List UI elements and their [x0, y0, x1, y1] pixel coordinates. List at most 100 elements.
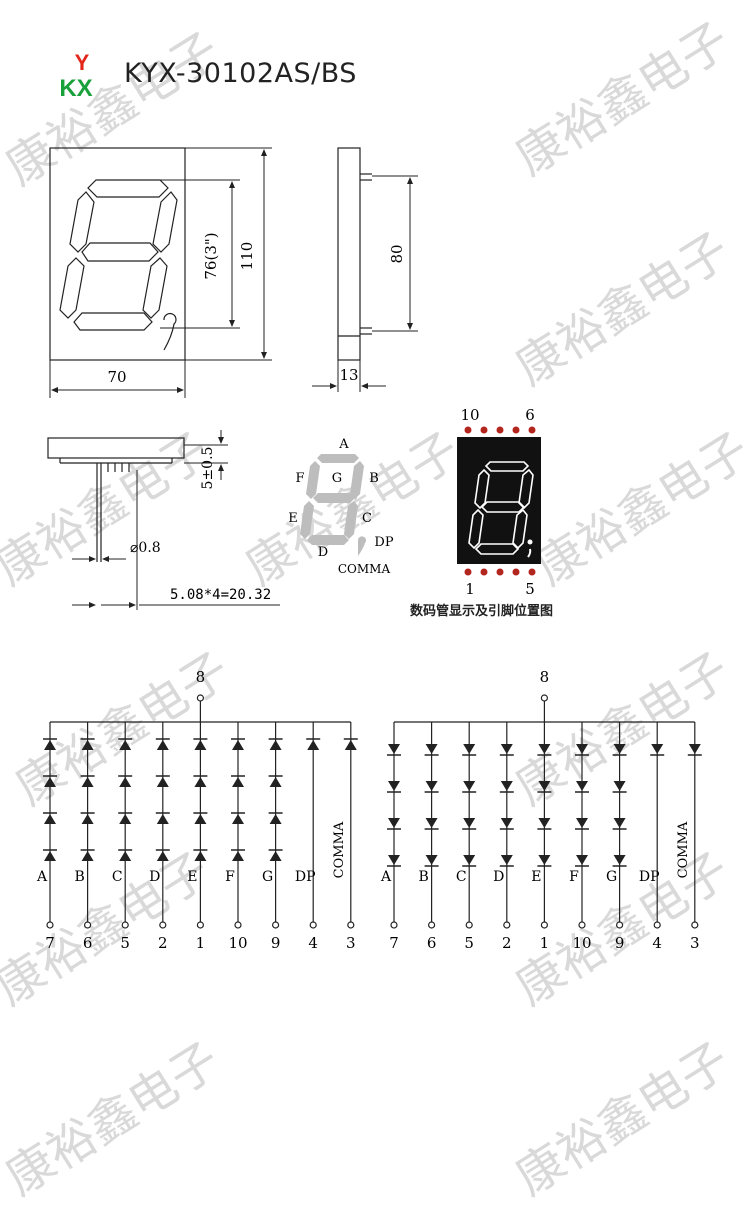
- side-dimensions: [312, 175, 418, 392]
- segment-label: D: [493, 869, 504, 885]
- seg-label-e: E: [288, 511, 298, 526]
- diode-symbol: [231, 738, 245, 750]
- common-pin-terminal: [196, 694, 204, 702]
- seg-label-a: A: [338, 437, 349, 452]
- segment-label: B: [74, 869, 84, 885]
- segment-label: A: [36, 869, 48, 885]
- diode-symbol: [343, 738, 358, 750]
- pin-number: 1: [540, 934, 550, 952]
- diode-symbol: [80, 738, 95, 750]
- pin-number: 10: [228, 934, 247, 952]
- pin-number: 6: [83, 934, 93, 952]
- width-label: 70: [107, 368, 126, 386]
- side-view: [337, 147, 372, 361]
- pin-number: 2: [158, 934, 168, 952]
- pin-terminal: [653, 921, 661, 929]
- diode-symbol: [575, 818, 589, 830]
- front-view: [49, 147, 186, 361]
- diode-symbol: [118, 812, 133, 824]
- diode-symbol: [499, 855, 514, 867]
- diode-symbol: [462, 855, 477, 867]
- diode-symbol: [268, 775, 283, 787]
- segment-label: F: [225, 869, 235, 885]
- pin-number: 9: [271, 934, 281, 952]
- diode-symbol: [43, 812, 57, 824]
- diode-symbol: [612, 818, 627, 830]
- page-title: KYX-30102AS/BS: [124, 58, 357, 89]
- pin-terminal: [390, 921, 398, 929]
- diode-symbol: [268, 849, 283, 861]
- diode-symbol: [43, 849, 57, 861]
- pin-terminal: [309, 921, 317, 929]
- common-pin-label: 8: [196, 668, 206, 686]
- diode-symbol: [612, 855, 627, 867]
- pin-terminal: [465, 921, 473, 929]
- pin-number: 3: [690, 934, 700, 952]
- pin-label-5: 5: [525, 580, 535, 598]
- diode-symbol: [537, 781, 552, 793]
- diode-symbol: [650, 744, 665, 756]
- segment-label: D: [149, 869, 160, 885]
- diode-symbol: [231, 775, 245, 787]
- bottom-dimensions: [72, 430, 280, 610]
- diode-symbol: [424, 855, 439, 867]
- diode-symbol: [118, 738, 133, 750]
- diode-symbol: [424, 818, 439, 830]
- pin-terminal: [615, 921, 624, 929]
- pin-number: 9: [615, 934, 625, 952]
- pin-number: 4: [308, 934, 318, 952]
- segment-label: C: [456, 869, 467, 885]
- pin-terminal: [578, 921, 586, 929]
- diode-symbol: [43, 738, 57, 750]
- segment-label: E: [531, 869, 541, 885]
- diode-symbol: [155, 849, 170, 861]
- pin-number: 2: [502, 934, 512, 952]
- segment-map: [300, 454, 366, 556]
- segment-label: DP: [639, 869, 660, 885]
- seg-label-f: F: [295, 471, 304, 486]
- depth-label: 13: [339, 366, 358, 384]
- diode-symbol: [43, 775, 57, 787]
- pinout-caption: 数码管显示及引脚位置图: [410, 604, 554, 619]
- pin-terminal: [121, 921, 129, 929]
- pin-terminal: [272, 921, 280, 929]
- diode-symbol: [499, 744, 514, 756]
- diode-symbol: [193, 738, 208, 750]
- pin-number: 1: [196, 934, 206, 952]
- diode-symbol: [462, 818, 477, 830]
- diode-symbol: [231, 812, 245, 824]
- segment-label: DP: [295, 869, 316, 885]
- pin-number: 7: [45, 934, 55, 952]
- diode-symbol: [612, 744, 627, 756]
- pin-number: 7: [389, 934, 399, 952]
- segment-label: C: [112, 869, 123, 885]
- segment-label: B: [418, 869, 428, 885]
- seg-label-c: C: [362, 511, 372, 526]
- pin-label-6: 6: [525, 406, 535, 424]
- bottom-view: [47, 437, 185, 562]
- diode-symbol: [424, 781, 439, 793]
- pin-number: 5: [120, 934, 130, 952]
- seg-label-comma: COMMA: [338, 562, 391, 576]
- pin-terminal: [347, 921, 355, 929]
- pin-number: 3: [346, 934, 356, 952]
- diode-symbol: [537, 744, 552, 756]
- diode-symbol: [387, 744, 401, 756]
- diode-symbol: [387, 781, 401, 793]
- pin-number: 4: [652, 934, 662, 952]
- pin-terminal: [159, 921, 167, 929]
- diode-symbol: [155, 738, 170, 750]
- side-height-label: 80: [388, 244, 406, 263]
- seg-label-g: G: [332, 471, 342, 486]
- pin-pitch-label: 5.08*4=20.32: [170, 587, 271, 603]
- diode-symbol: [268, 812, 283, 824]
- segment-label: COMMA: [676, 821, 691, 878]
- segment-label: F: [569, 869, 579, 885]
- diode-symbol: [575, 781, 589, 793]
- diode-symbol: [612, 781, 627, 793]
- front-dimensions: [49, 147, 272, 398]
- pin-length-label: 5±0.5: [200, 447, 216, 490]
- pin-terminal: [46, 921, 54, 929]
